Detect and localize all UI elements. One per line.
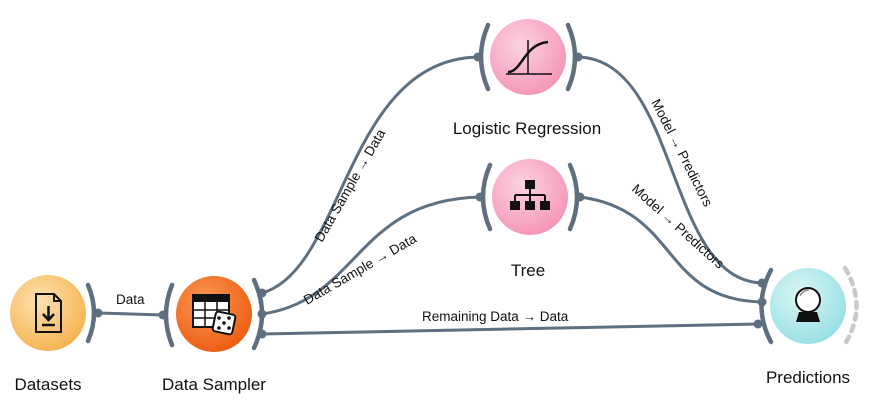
file-download-icon [35,293,62,333]
link-data-sampler-to-predictions[interactable] [261,322,759,336]
widget-datasets-output-bracket [85,282,97,344]
link-data-sampler-to-logistic-regression[interactable] [261,55,479,295]
widget-logistic-regression-label: Logistic Regression [453,119,601,138]
tree-input-anchor[interactable] [475,192,485,202]
predictions-input-anchor-2[interactable] [757,297,767,307]
link-datasets-to-data-sampler[interactable] [97,311,164,317]
table-dice-icon [192,294,237,336]
widget-tree-label: Tree [511,261,545,280]
logreg-output-anchor[interactable] [573,52,583,62]
link-data-sampler-to-tree[interactable] [261,195,481,316]
widget-datasets[interactable]: Datasets [10,275,103,394]
sigmoid-curve-icon [506,40,552,75]
widget-tree[interactable]: Tree [475,159,585,280]
logreg-input-anchor[interactable] [473,52,483,62]
datasets-output-anchor[interactable] [93,308,103,318]
link-label-data: Data [116,292,145,307]
link-tree-to-predictions[interactable] [579,195,763,304]
link-label-remaining-to-predictions: Remaining Data → Data [422,309,569,324]
predictions-input-anchor-3[interactable] [753,319,763,329]
widget-predictions[interactable]: Predictions [753,265,859,387]
data-sampler-output-anchor-1[interactable] [257,288,267,298]
widget-datasets-label: Datasets [14,375,81,394]
widget-data-sampler[interactable]: Data Sampler [158,276,267,394]
predictions-input-anchor-1[interactable] [757,278,767,288]
crystal-ball-icon [795,287,821,322]
link-logistic-regression-to-predictions[interactable] [577,55,763,285]
tree-output-anchor[interactable] [575,192,585,202]
widget-logistic-regression[interactable]: Logistic Regression [453,19,601,138]
widget-predictions-output-bracket [842,265,859,347]
widget-data-sampler-label: Data Sampler [162,375,266,394]
link-label-sample-to-logreg: Data Sample → Data [312,126,389,244]
data-sampler-output-anchor-3[interactable] [257,329,267,339]
tree-hierarchy-icon [510,180,550,210]
widget-predictions-label: Predictions [766,368,850,387]
data-sampler-output-anchor-2[interactable] [257,309,267,319]
data-sampler-input-anchor[interactable] [158,310,168,320]
